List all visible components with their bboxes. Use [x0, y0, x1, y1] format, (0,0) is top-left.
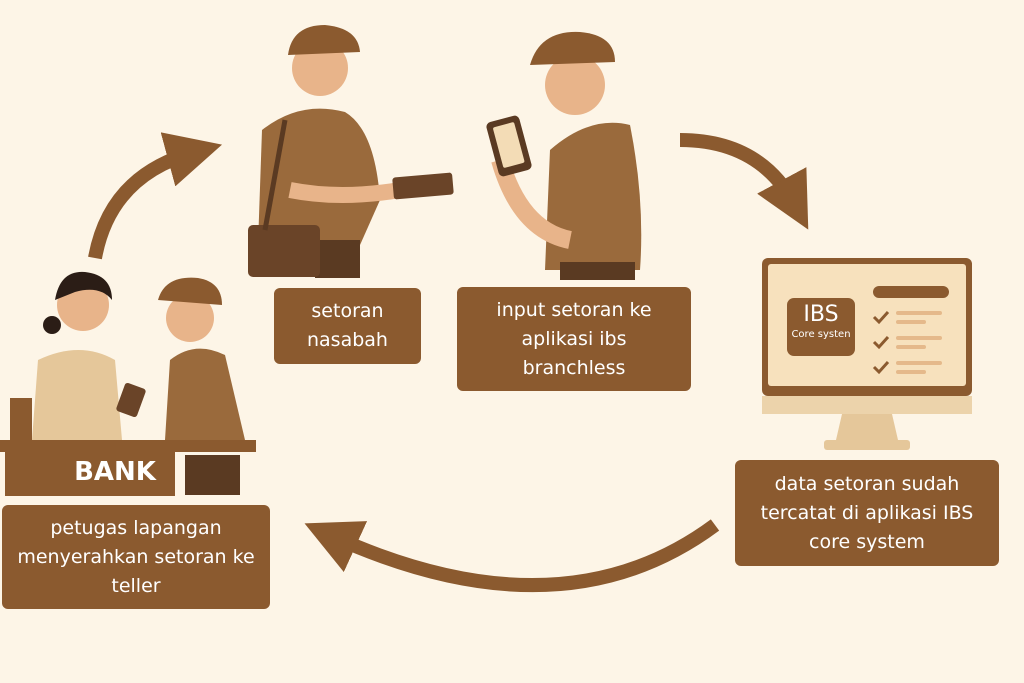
ibs-subtitle: Core systen	[791, 329, 851, 340]
step-recorded-label: data setoran sudah tercatat di aplikasi …	[735, 460, 999, 566]
step-customer-label: setoran nasabah	[274, 288, 421, 364]
arrow-right-down	[679, 133, 809, 230]
ibs-title: IBS	[803, 302, 839, 327]
bank-sign: BANK	[74, 457, 156, 487]
ibs-logo: IBS Core systen	[787, 298, 855, 356]
step-input-label: input setoran ke aplikasi ibs branchless	[457, 287, 691, 391]
courier-receiving-deposit	[248, 25, 454, 278]
arrow-up-right	[88, 132, 223, 260]
arrow-bottom-left	[304, 519, 720, 593]
courier-using-phone	[486, 31, 642, 280]
bank-teller-scene	[0, 271, 256, 496]
step-teller-label: petugas lapangan menyerahkan setoran ke …	[2, 505, 270, 609]
